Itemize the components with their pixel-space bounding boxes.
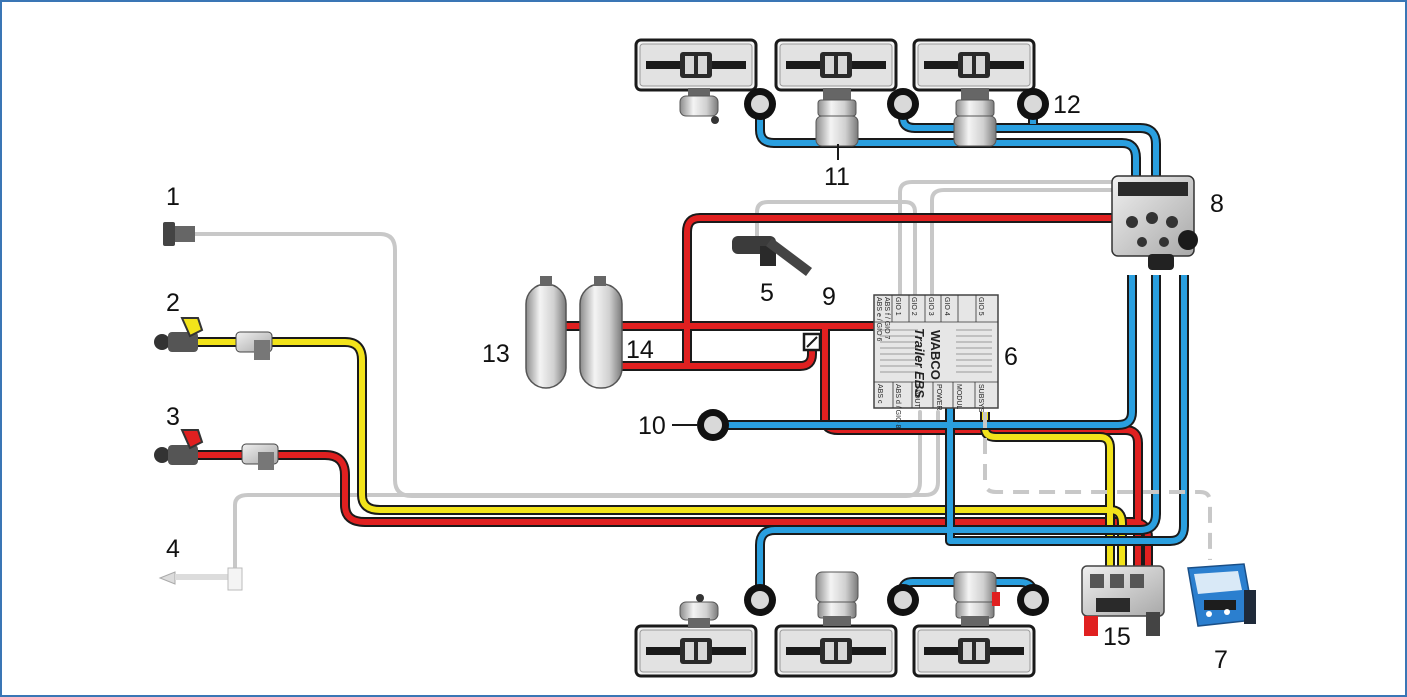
wheel-sensor-10 (697, 409, 729, 441)
test-connection-slash (806, 336, 818, 348)
ecu-port-power: POWER (935, 384, 942, 410)
ecu-port-abs-e: ABS e / GIO 6 (875, 297, 882, 341)
height-sensor-5 (732, 236, 812, 276)
wheel-unit-bottom-right (912, 624, 1036, 678)
ebs-modulator-6: WABCO Trailer EBS ABS e / GIO 6 ABS f / … (873, 294, 999, 428)
wheel-sensor-bottom-1 (744, 584, 776, 616)
ecu-port-abs-d: ABS d / GIO 8 (894, 384, 901, 428)
park-release-valve-15 (1081, 565, 1165, 636)
wheel-unit-top-left (634, 38, 758, 92)
wheel-sensor-bottom-2 (887, 584, 919, 616)
label-5: 5 (760, 279, 774, 307)
wheel-unit-bottom-middle (774, 624, 898, 678)
wheel-sensor-top-2 (887, 88, 919, 120)
control-lines-fill (195, 339, 1125, 566)
label-3: 3 (166, 403, 180, 431)
ecu-port-abs-f: ABS f / GIO 7 (883, 297, 890, 340)
label-9: 9 (822, 283, 836, 311)
ecu-model: Trailer EBS (912, 328, 927, 398)
ecu-brand: WABCO (928, 330, 943, 380)
abs-relay-valve-8 (1111, 175, 1198, 270)
label-6: 6 (1004, 343, 1018, 371)
ecu-port-inout: IN/OUT (913, 384, 920, 408)
ecu-port-gio4: GIO 4 (943, 297, 950, 316)
brake-chamber-bottom-left (679, 594, 719, 628)
label-15: 15 (1103, 623, 1131, 651)
label-12: 12 (1053, 91, 1081, 119)
brake-chamber-bottom-right (953, 571, 997, 627)
air-tank-13 (525, 276, 567, 389)
coupling-head-yellow (154, 317, 273, 360)
wheel-sensor-top-1 (744, 88, 776, 120)
wheel-unit-top-right (912, 38, 1036, 92)
ecu-port-gio2: GIO 2 (910, 297, 917, 316)
label-11: 11 (824, 163, 850, 191)
ecu-port-gio5: GIO 5 (977, 297, 984, 316)
diagnostic-cable (983, 412, 1212, 560)
ecu-port-subsys: SUBSYS (977, 384, 984, 413)
air-tank-14 (579, 276, 623, 389)
electrical-connector-1 (163, 222, 195, 246)
brake-chamber-bottom-middle (815, 571, 859, 627)
diagnostic-unit-7 (1187, 563, 1256, 627)
label-13: 13 (482, 340, 510, 368)
ecu-port-gio1: GIO 1 (894, 297, 901, 316)
label-8: 8 (1210, 190, 1224, 218)
label-7: 7 (1214, 646, 1228, 674)
wheel-unit-bottom-left (634, 624, 758, 678)
wheel-unit-top-middle (774, 38, 898, 92)
ecu-port-abs-c: ABS c (876, 384, 883, 404)
ecu-port-modul: MODUL (955, 384, 962, 409)
electrical-cables (193, 180, 1114, 580)
power-connector-4 (158, 567, 243, 591)
label-1: 1 (166, 183, 180, 211)
wheel-sensor-top-3 (1017, 88, 1049, 120)
label-2: 2 (166, 289, 180, 317)
wheel-sensor-bottom-3 (1017, 584, 1049, 616)
label-14: 14 (626, 336, 654, 364)
red-fitting (992, 592, 1000, 606)
brake-chamber-top-left (679, 88, 719, 124)
label-4: 4 (166, 535, 180, 563)
coupling-head-red (154, 429, 279, 470)
label-10: 10 (638, 412, 666, 440)
ecu-port-gio3: GIO 3 (927, 297, 934, 316)
